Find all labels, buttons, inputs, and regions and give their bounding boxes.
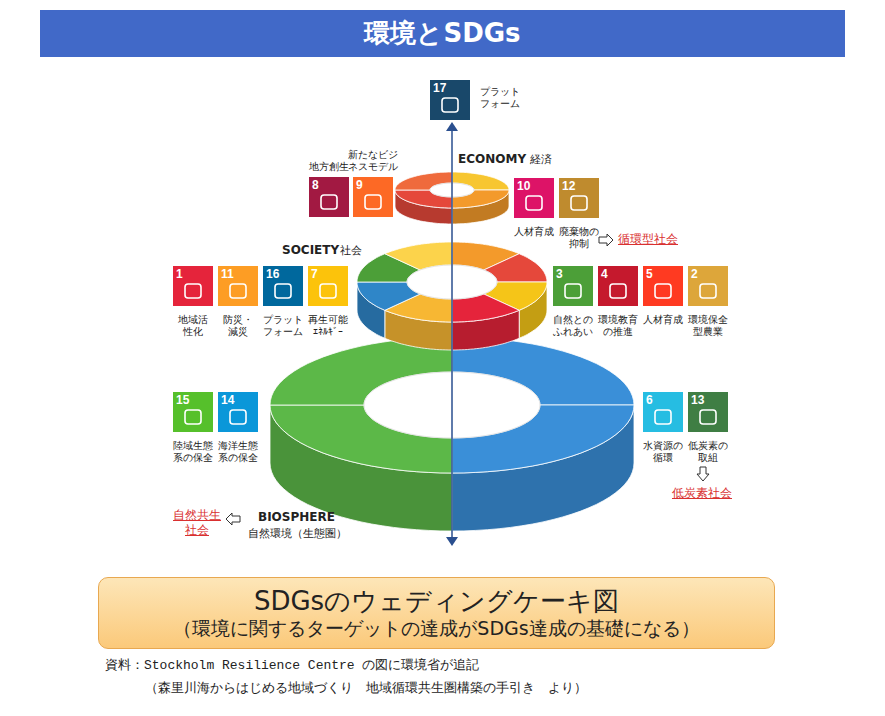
layer-label: 経済 bbox=[530, 153, 552, 167]
sdg-icon: 16プラットフォーム bbox=[263, 266, 303, 306]
sdg-icon: 6水資源の循環 bbox=[643, 392, 683, 432]
result-society-label: 循環型社会 bbox=[618, 232, 678, 247]
pictogram bbox=[655, 410, 671, 424]
pictogram bbox=[321, 195, 337, 209]
icon-caption: 低炭素の取組 bbox=[686, 440, 730, 464]
goal-number: 1 bbox=[173, 266, 213, 280]
label-holder: SOCIETY bbox=[282, 243, 339, 258]
sdg-icon: 12廃棄物の抑制 bbox=[559, 178, 599, 218]
goal-number: 2 bbox=[688, 266, 728, 280]
icon-caption: 環境保全型農業 bbox=[686, 314, 730, 338]
pictogram bbox=[571, 196, 587, 210]
goal-number: 17 bbox=[430, 80, 470, 94]
pictogram bbox=[526, 196, 542, 210]
sdg-icon: 1地域活性化 bbox=[173, 266, 213, 306]
goal-number: 3 bbox=[553, 266, 593, 280]
layer-label: SOCIETY bbox=[282, 243, 339, 258]
axis-arrow bbox=[446, 122, 458, 546]
layer-label: 社会 bbox=[340, 244, 362, 258]
source-note: 資料：Stockholm Resilience Centre の図に環境省が追記 bbox=[105, 658, 479, 674]
goal-number: 7 bbox=[308, 266, 348, 280]
pictogram bbox=[230, 410, 246, 424]
label-holder: 社会 bbox=[340, 244, 362, 258]
goal-number: 15 bbox=[173, 392, 213, 406]
goal-number: 10 bbox=[514, 178, 554, 192]
pictogram bbox=[320, 284, 336, 298]
caption-note: （環境に関するターゲットの達成がSDGs達成の基礎になる） bbox=[109, 616, 764, 640]
goal-number: 4 bbox=[598, 266, 638, 280]
sdg-icon: 5人材育成 bbox=[643, 266, 683, 306]
layer-label: ECONOMY bbox=[458, 152, 526, 167]
pictogram bbox=[442, 98, 458, 112]
goal-number: 9 bbox=[353, 177, 393, 191]
label-holder: 経済 bbox=[530, 153, 552, 167]
layer-label: 自然環境（生態圏） bbox=[248, 527, 347, 541]
layer-label: BIOSPHERE bbox=[258, 510, 335, 525]
page-title: 環境とSDGs bbox=[364, 16, 520, 51]
sdg-icon: 4環境教育の推進 bbox=[598, 266, 638, 306]
icon-caption: 人材育成 bbox=[510, 226, 558, 238]
sdg-icon: 10人材育成 bbox=[514, 178, 554, 218]
goal-number: 14 bbox=[218, 392, 258, 406]
goal-number: 6 bbox=[643, 392, 683, 406]
caption-heading: SDGsのウェディングケーキ図 bbox=[109, 586, 764, 616]
goal-number: 12 bbox=[559, 178, 599, 192]
sdg-icon: 13低炭素の取組 bbox=[688, 392, 728, 432]
sdg-icon: 11防災・減災 bbox=[218, 266, 258, 306]
icon-caption: 海洋生態系の保全 bbox=[216, 440, 260, 464]
icon-caption: 地方創生 bbox=[305, 161, 353, 173]
pictogram bbox=[365, 195, 381, 209]
icon-caption: 再生可能ｴﾈﾙｷﾞｰ bbox=[306, 314, 350, 338]
sdg-icon: 17プラットフォーム bbox=[430, 80, 470, 120]
outline-arrows bbox=[226, 234, 709, 525]
icon-caption: プラットフォーム bbox=[261, 314, 305, 338]
icon-caption: プラットフォーム bbox=[480, 86, 524, 110]
pictogram bbox=[565, 284, 581, 298]
label-holder: ECONOMY bbox=[458, 152, 526, 167]
label-holder: 自然共生社会 bbox=[172, 508, 222, 538]
goal-number: 13 bbox=[688, 392, 728, 406]
result-society-label: 低炭素社会 bbox=[672, 486, 732, 501]
pictogram bbox=[610, 284, 626, 298]
sdg-icon: 15陸域生態系の保全 bbox=[173, 392, 213, 432]
title-holder: 環境とSDGs bbox=[40, 10, 845, 57]
icon-caption: 人材育成 bbox=[641, 314, 685, 326]
label-holder: 自然環境（生態圏） bbox=[248, 527, 347, 541]
icon-caption: 新たなビジネスモデル bbox=[347, 149, 399, 173]
pictogram bbox=[700, 284, 716, 298]
icon-caption: 防災・減災 bbox=[220, 314, 256, 338]
sdg-icon: 9新たなビジネスモデル bbox=[353, 177, 393, 217]
icon-caption: 水資源の循環 bbox=[641, 440, 685, 464]
caption-box: SDGsのウェディングケーキ図（環境に関するターゲットの達成がSDGs達成の基礎… bbox=[98, 577, 775, 649]
label-holder: 循環型社会 bbox=[618, 232, 678, 247]
goal-number: 11 bbox=[218, 266, 258, 280]
label-holder: 低炭素社会 bbox=[672, 486, 732, 501]
pictogram bbox=[655, 284, 671, 298]
sdg-icon: 7再生可能ｴﾈﾙｷﾞｰ bbox=[308, 266, 348, 306]
icon-caption: 地域活性化 bbox=[175, 314, 211, 338]
pictogram bbox=[185, 410, 201, 424]
goal-number: 8 bbox=[309, 177, 349, 191]
title-band bbox=[40, 10, 845, 57]
label-holder: 資料：Stockholm Resilience Centre の図に環境省が追記 bbox=[105, 658, 479, 674]
pictogram bbox=[275, 284, 291, 298]
goal-number: 5 bbox=[643, 266, 683, 280]
result-society-label: 自然共生社会 bbox=[172, 508, 222, 538]
pictogram bbox=[185, 284, 201, 298]
label-holder: BIOSPHERE bbox=[258, 510, 335, 525]
icon-caption: 廃棄物の抑制 bbox=[559, 226, 599, 250]
sdg-icon: 14海洋生態系の保全 bbox=[218, 392, 258, 432]
icon-caption: 環境教育の推進 bbox=[596, 314, 640, 338]
icon-caption: 陸域生態系の保全 bbox=[171, 440, 215, 464]
pictogram bbox=[700, 410, 716, 424]
sdg-icon: 8地方創生 bbox=[309, 177, 349, 217]
icon-caption: 自然とのふれあい bbox=[551, 314, 595, 338]
source-note: （森里川海からはじめる地域づくり 地域循環共生圏構築の手引き より） bbox=[145, 681, 587, 697]
goal-number: 16 bbox=[263, 266, 303, 280]
sdg-icon: 3自然とのふれあい bbox=[553, 266, 593, 306]
label-holder: （森里川海からはじめる地域づくり 地域循環共生圏構築の手引き より） bbox=[145, 681, 587, 697]
sdg-icon: 2環境保全型農業 bbox=[688, 266, 728, 306]
pictogram bbox=[230, 284, 246, 298]
